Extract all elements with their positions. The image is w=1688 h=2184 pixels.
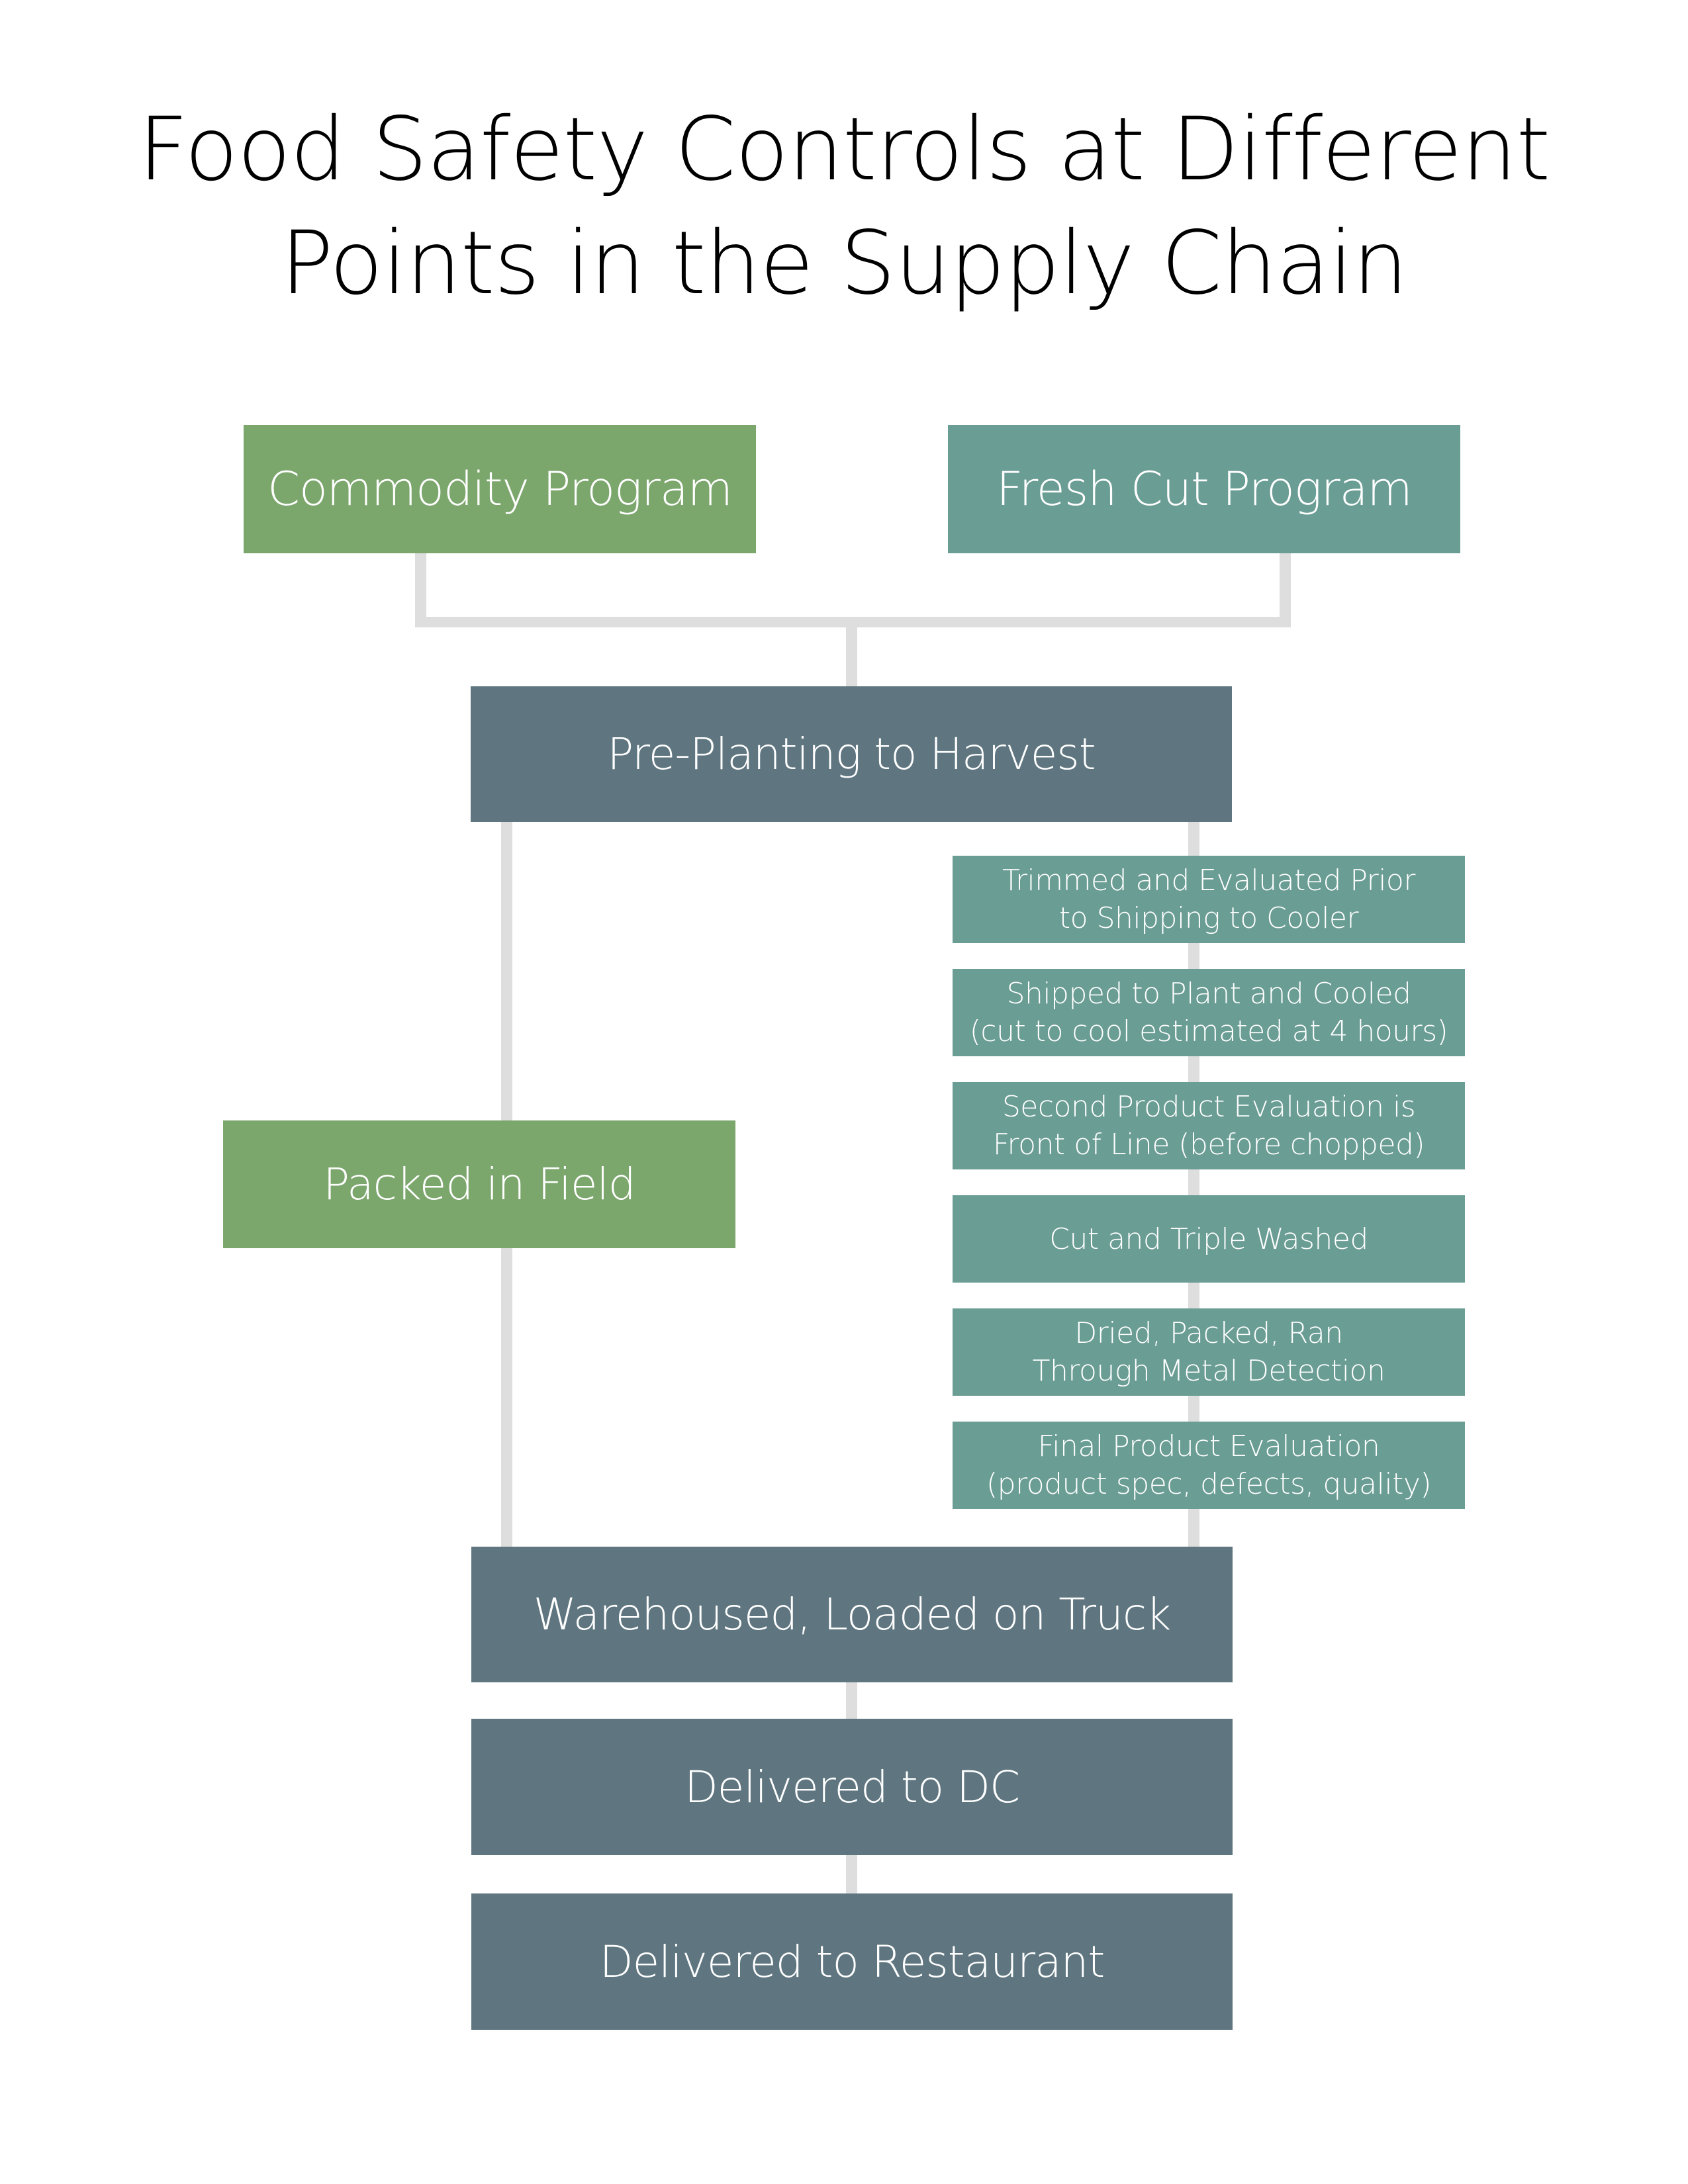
fresh-cut-step-line: Shipped to Plant and Cooled <box>1006 977 1411 1011</box>
commodity-program-box: Commodity Program <box>244 425 756 553</box>
connector-warehouse-dc <box>846 1681 857 1721</box>
fresh-cut-step-line: Cut and Triple Washed <box>1049 1222 1368 1256</box>
connector-dc-restaurant <box>846 1853 857 1895</box>
packed-in-field-label: Packed in Field <box>323 1159 635 1210</box>
delivered-restaurant-box: Delivered to Restaurant <box>471 1893 1233 2030</box>
delivered-restaurant-label: Delivered to Restaurant <box>599 1936 1105 1987</box>
fresh-cut-step-box: Cut and Triple Washed <box>953 1195 1465 1283</box>
fresh-cut-step-line: to Shipping to Cooler <box>1058 901 1359 935</box>
fresh-cut-program-box: Fresh Cut Program <box>948 425 1460 553</box>
fresh-cut-step-box: Shipped to Plant and Cooled (cut to cool… <box>953 969 1465 1056</box>
fresh-cut-program-label: Fresh Cut Program <box>996 462 1412 516</box>
fresh-cut-step-box: Second Product Evaluation is Front of Li… <box>953 1082 1465 1169</box>
delivered-dc-label: Delivered to DC <box>684 1761 1020 1813</box>
pre-planting-box: Pre-Planting to Harvest <box>471 686 1232 822</box>
fresh-cut-step-line: Trimmed and Evaluated Prior <box>1002 864 1415 897</box>
connector-commodity-down <box>415 553 426 627</box>
fresh-cut-step-line: Dried, Packed, Ran <box>1074 1316 1343 1350</box>
delivered-dc-box: Delivered to DC <box>471 1719 1233 1855</box>
fresh-cut-step-line: Front of Line (before chopped) <box>992 1128 1425 1161</box>
title-line-1: Food Safety Controls at Different <box>138 99 1551 201</box>
commodity-program-label: Commodity Program <box>267 462 733 516</box>
warehoused-box: Warehoused, Loaded on Truck <box>471 1547 1233 1682</box>
title-line-2: Points in the Supply Chain <box>280 212 1408 314</box>
fresh-cut-step-box: Dried, Packed, Ran Through Metal Detecti… <box>953 1308 1465 1396</box>
connector-freshcut-down <box>1280 553 1291 627</box>
connector-merge-stem <box>846 622 857 688</box>
fresh-cut-step-line: (cut to cool estimated at 4 hours) <box>969 1015 1448 1048</box>
pre-planting-label: Pre-Planting to Harvest <box>607 729 1096 780</box>
diagram-title: Food Safety Controls at Different Points… <box>0 93 1688 320</box>
fresh-cut-step-line: Through Metal Detection <box>1032 1354 1385 1388</box>
packed-in-field-box: Packed in Field <box>223 1120 735 1248</box>
fresh-cut-step-box: Trimmed and Evaluated Prior to Shipping … <box>953 856 1465 943</box>
warehoused-label: Warehoused, Loaded on Truck <box>533 1589 1172 1640</box>
fresh-cut-step-line: Final Product Evaluation <box>1037 1430 1380 1463</box>
fresh-cut-step-line: Second Product Evaluation is <box>1002 1090 1416 1124</box>
fresh-cut-step-line: (product spec, defects, quality) <box>986 1467 1432 1501</box>
fresh-cut-step-box: Final Product Evaluation (product spec, … <box>953 1422 1465 1509</box>
